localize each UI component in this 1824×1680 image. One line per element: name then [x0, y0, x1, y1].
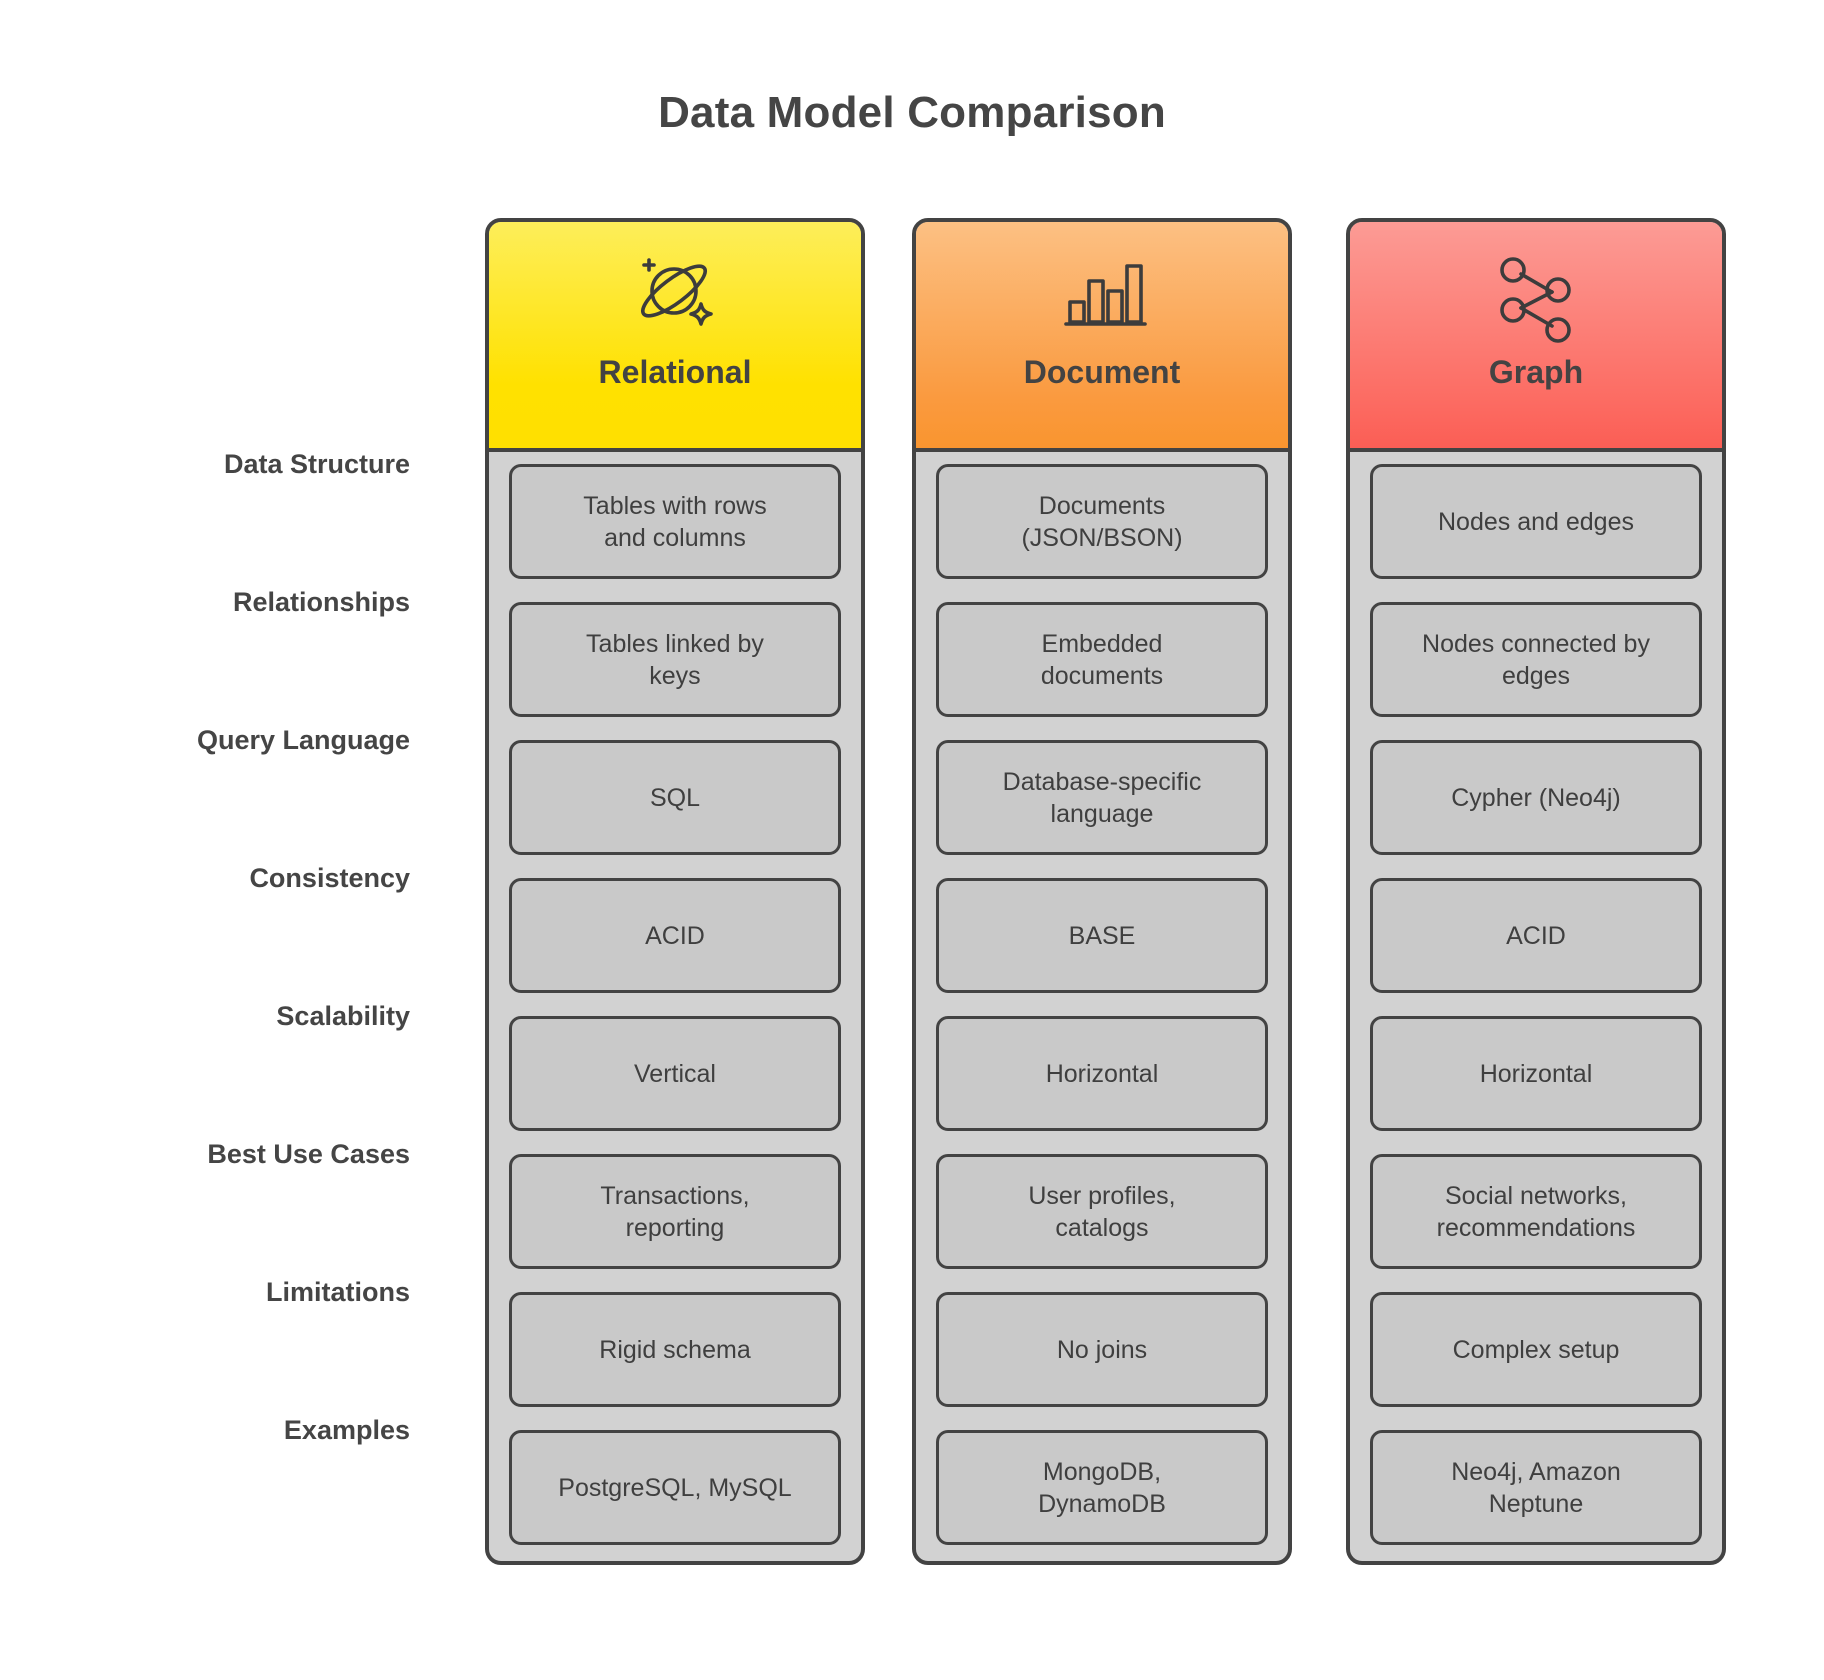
cell-document-scalability: Horizontal — [936, 1016, 1268, 1131]
row-label-best-use-cases: Best Use Cases — [207, 1138, 410, 1169]
row-label-scalability: Scalability — [276, 1000, 410, 1031]
row-label-examples: Examples — [283, 1414, 410, 1445]
card-header-document: Document — [916, 222, 1288, 452]
row-label-query-language: Query Language — [196, 724, 410, 755]
cell-document-data-structure: Documents (JSON/BSON) — [936, 464, 1268, 579]
network-nodes-icon — [1486, 244, 1586, 344]
planet-icon — [625, 244, 725, 344]
cell-graph-consistency: ACID — [1370, 878, 1702, 993]
cell-document-relationships: Embedded documents — [936, 602, 1268, 717]
cell-graph-examples: Neo4j, Amazon Neptune — [1370, 1430, 1702, 1545]
row-label-consistency: Consistency — [249, 862, 410, 893]
cell-graph-data-structure: Nodes and edges — [1370, 464, 1702, 579]
card-title-document: Document — [1023, 354, 1181, 390]
row-label-column: Data Structure Relationships Query Langu… — [60, 218, 410, 1568]
bar-chart-icon — [1052, 244, 1152, 344]
card-title-graph: Graph — [1488, 354, 1584, 390]
card-body-document: Documents (JSON/BSON) Embedded documents… — [916, 452, 1288, 1561]
cell-relational-limitations: Rigid schema — [509, 1292, 841, 1407]
cell-document-limitations: No joins — [936, 1292, 1268, 1407]
column-card-relational[interactable]: Relational Tables with rows and columns … — [485, 218, 865, 1565]
cell-graph-relationships: Nodes connected by edges — [1370, 602, 1702, 717]
card-body-graph: Nodes and edges Nodes connected by edges… — [1350, 452, 1722, 1561]
card-body-relational: Tables with rows and columns Tables link… — [489, 452, 861, 1561]
column-card-document[interactable]: Document Documents (JSON/BSON) Embedded … — [912, 218, 1292, 1565]
column-card-graph[interactable]: Graph Nodes and edges Nodes connected by… — [1346, 218, 1726, 1565]
card-header-graph: Graph — [1350, 222, 1722, 452]
cell-relational-best-use-cases: Transactions, reporting — [509, 1154, 841, 1269]
cell-document-examples: MongoDB, DynamoDB — [936, 1430, 1268, 1545]
comparison-table: Data Structure Relationships Query Langu… — [0, 218, 1824, 1568]
cell-document-query-language: Database-specific language — [936, 740, 1268, 855]
cell-graph-limitations: Complex setup — [1370, 1292, 1702, 1407]
cell-document-consistency: BASE — [936, 878, 1268, 993]
cell-relational-examples: PostgreSQL, MySQL — [509, 1430, 841, 1545]
cell-graph-best-use-cases: Social networks, recommendations — [1370, 1154, 1702, 1269]
row-label-limitations: Limitations — [265, 1276, 410, 1307]
page-title: Data Model Comparison — [658, 88, 1166, 137]
row-label-data-structure: Data Structure — [223, 448, 410, 479]
cell-relational-scalability: Vertical — [509, 1016, 841, 1131]
card-header-relational: Relational — [489, 222, 861, 452]
cell-relational-relationships: Tables linked by keys — [509, 602, 841, 717]
cell-document-best-use-cases: User profiles, catalogs — [936, 1154, 1268, 1269]
row-label-relationships: Relationships — [232, 586, 410, 617]
cell-relational-consistency: ACID — [509, 878, 841, 993]
cell-relational-query-language: SQL — [509, 740, 841, 855]
cell-relational-data-structure: Tables with rows and columns — [509, 464, 841, 579]
cell-graph-scalability: Horizontal — [1370, 1016, 1702, 1131]
card-title-relational: Relational — [598, 354, 752, 390]
cell-graph-query-language: Cypher (Neo4j) — [1370, 740, 1702, 855]
